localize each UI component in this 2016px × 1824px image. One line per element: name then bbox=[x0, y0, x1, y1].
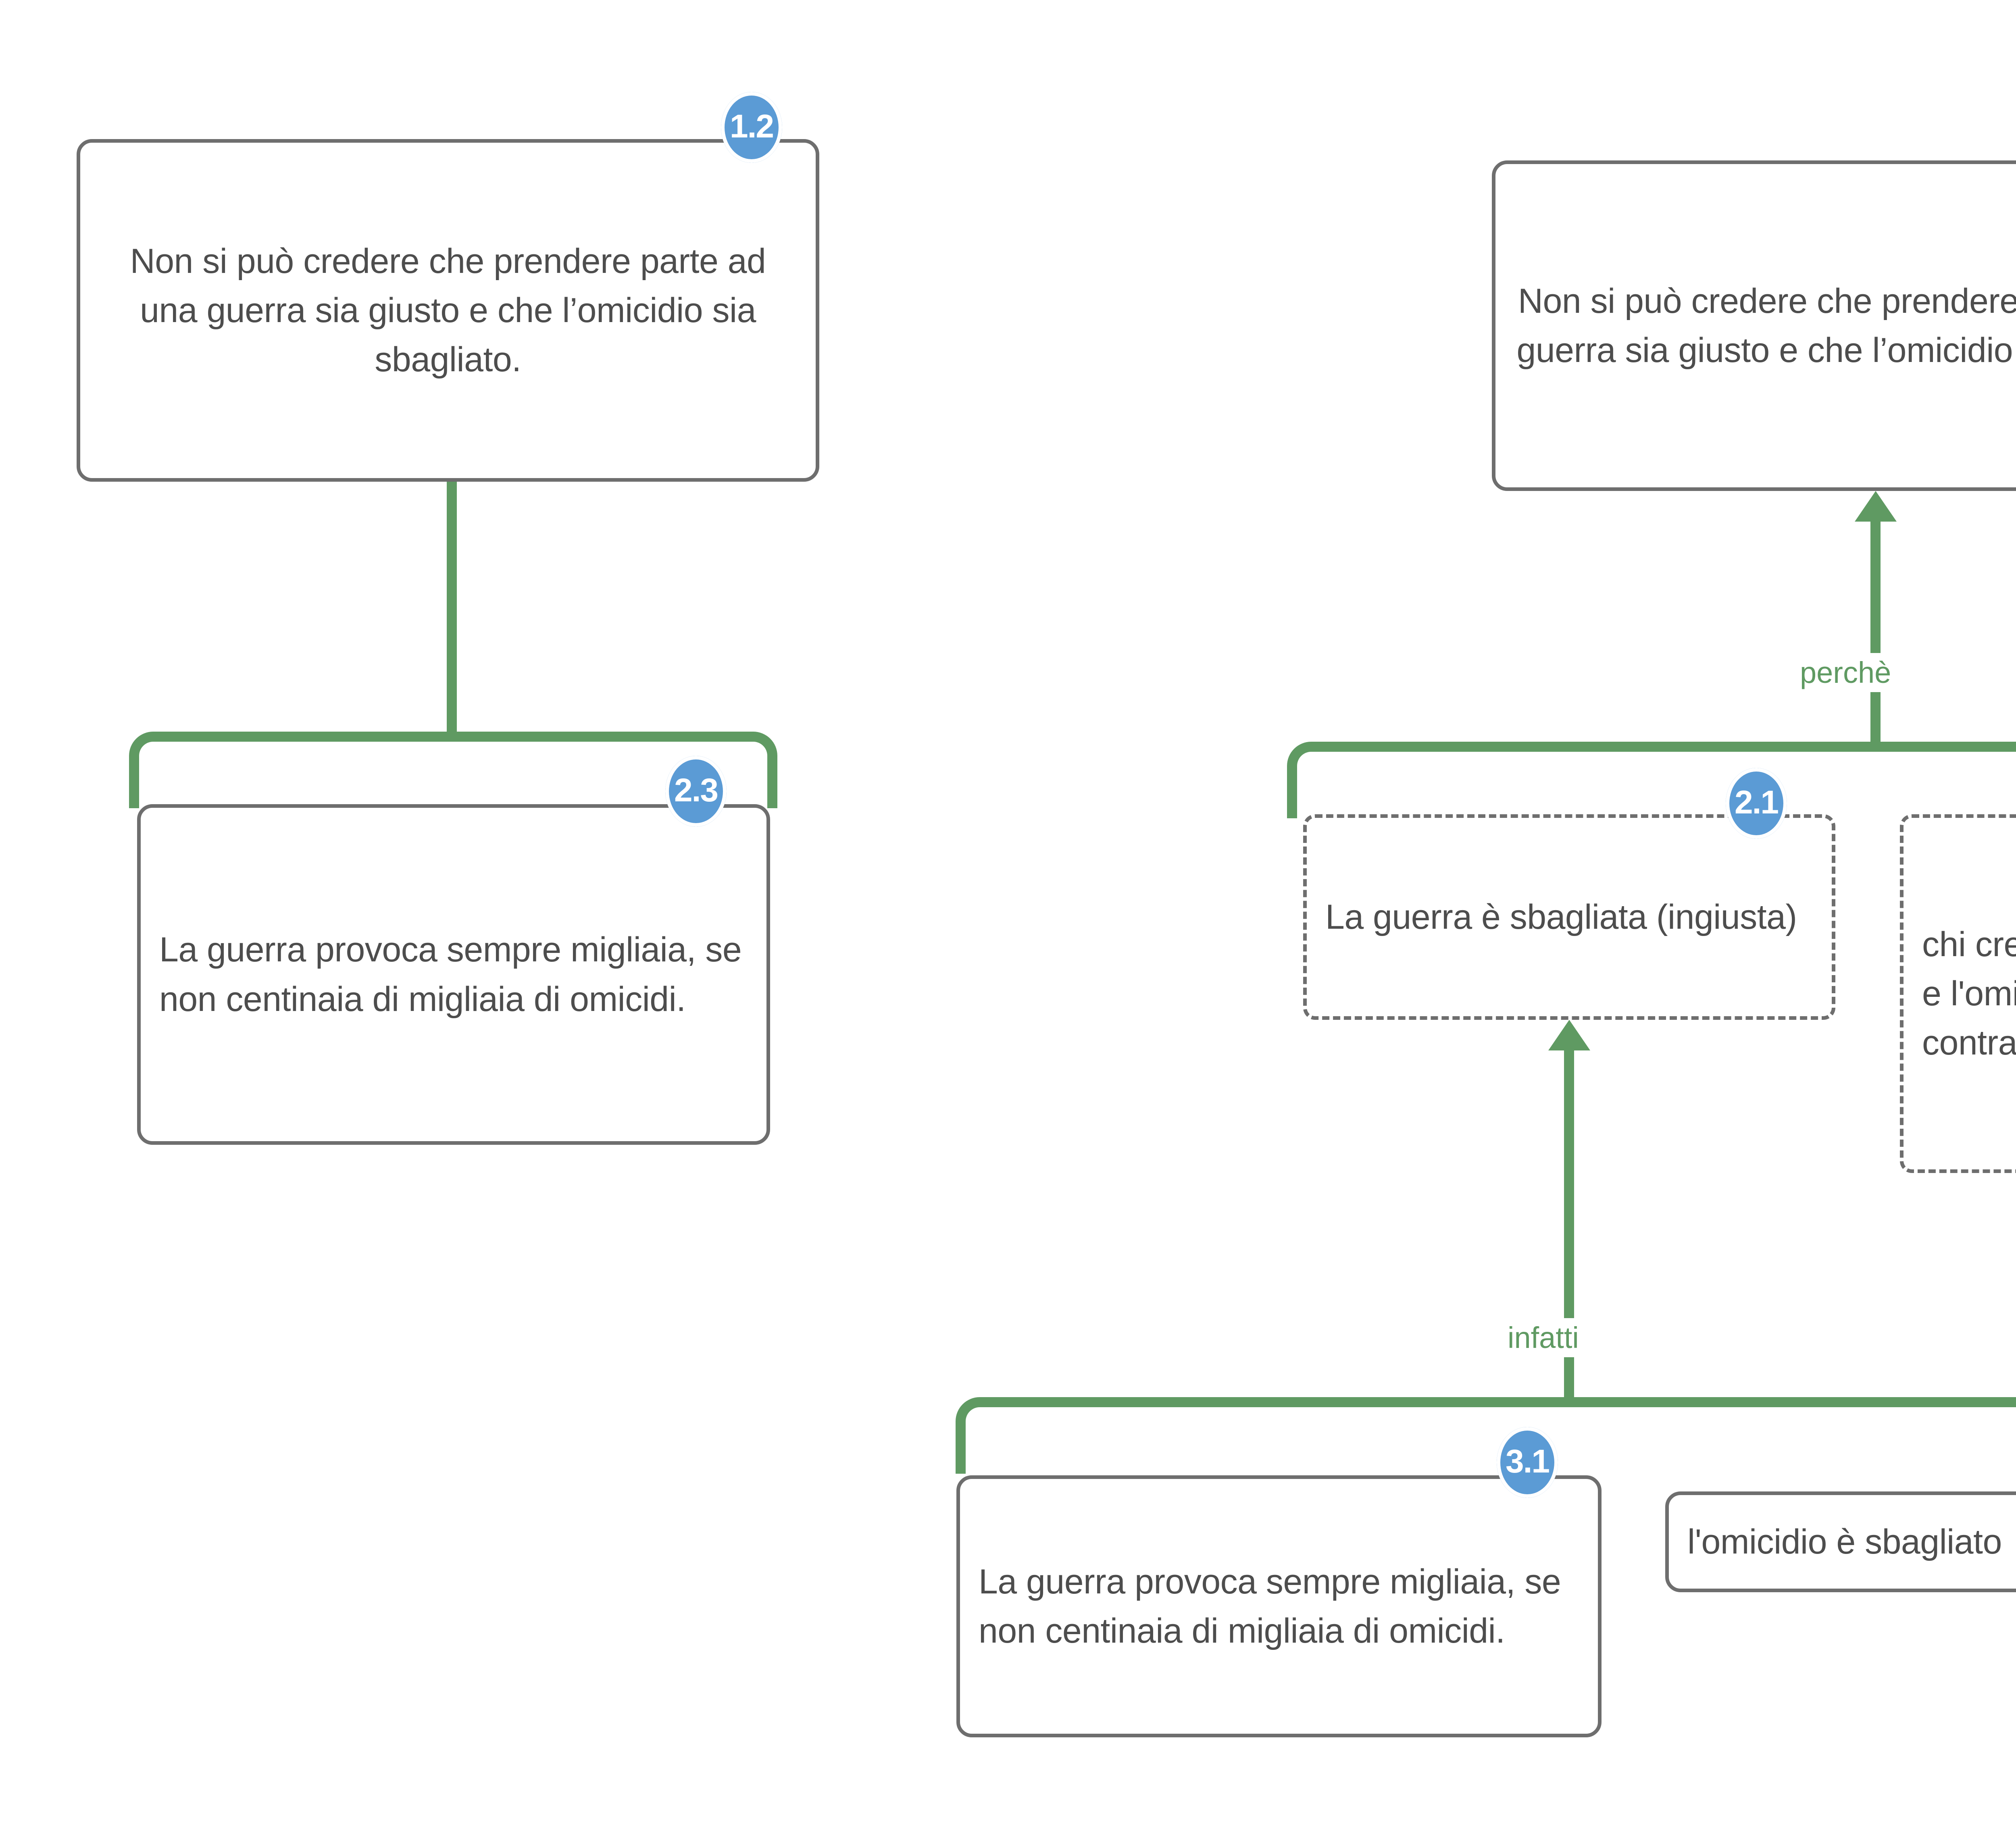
connector-perche-label: perchè bbox=[1794, 653, 1897, 692]
node-3-2[interactable]: l'omicidio è sbagliato bbox=[1665, 1491, 2016, 1592]
badge-2-3[interactable]: 2.3 bbox=[665, 756, 727, 827]
node-3-2-text: l'omicidio è sbagliato bbox=[1687, 1522, 2002, 1561]
node-2-2[interactable]: chi crede che la guerra è giusta e l'omi… bbox=[1900, 814, 2016, 1173]
node-3-1-text: La guerra provoca sempre migliaia, se no… bbox=[979, 1562, 1561, 1650]
node-3-1[interactable]: La guerra provoca sempre migliaia, se no… bbox=[956, 1475, 1602, 1737]
node-1-1[interactable]: Non si può credere che prendere parte ad… bbox=[1492, 160, 2016, 491]
badge-1-2[interactable]: 1.2 bbox=[721, 92, 782, 163]
badge-2-1[interactable]: 2.1 bbox=[1726, 768, 1787, 839]
connector-infatti-arrowhead bbox=[1548, 1020, 1590, 1050]
node-1-2[interactable]: Non si può credere che prendere parte ad… bbox=[77, 139, 819, 482]
connector-perche-shaft bbox=[1870, 518, 1881, 745]
connector-perche-arrowhead bbox=[1855, 491, 1897, 522]
node-2-1[interactable]: La guerra è sbagliata (ingiusta) bbox=[1303, 814, 1835, 1020]
connector-perche-bracket bbox=[1287, 742, 2016, 818]
badge-3-1[interactable]: 3.1 bbox=[1497, 1427, 1558, 1498]
node-2-3[interactable]: La guerra provoca sempre migliaia, se no… bbox=[137, 804, 770, 1145]
node-2-2-text: chi crede che la guerra è giusta e l'omi… bbox=[1922, 925, 2016, 1063]
connector-infatti-bracket bbox=[956, 1397, 2016, 1474]
connector-left-shaft bbox=[447, 481, 457, 736]
node-2-3-text: La guerra provoca sempre migliaia, se no… bbox=[159, 930, 742, 1019]
node-1-1-text: Non si può credere che prendere parte ad… bbox=[1516, 281, 2016, 370]
node-2-1-text: La guerra è sbagliata (ingiusta) bbox=[1325, 897, 1797, 936]
connector-infatti-label: infatti bbox=[1502, 1318, 1585, 1357]
node-1-2-text: Non si può credere che prendere parte ad… bbox=[130, 241, 766, 379]
